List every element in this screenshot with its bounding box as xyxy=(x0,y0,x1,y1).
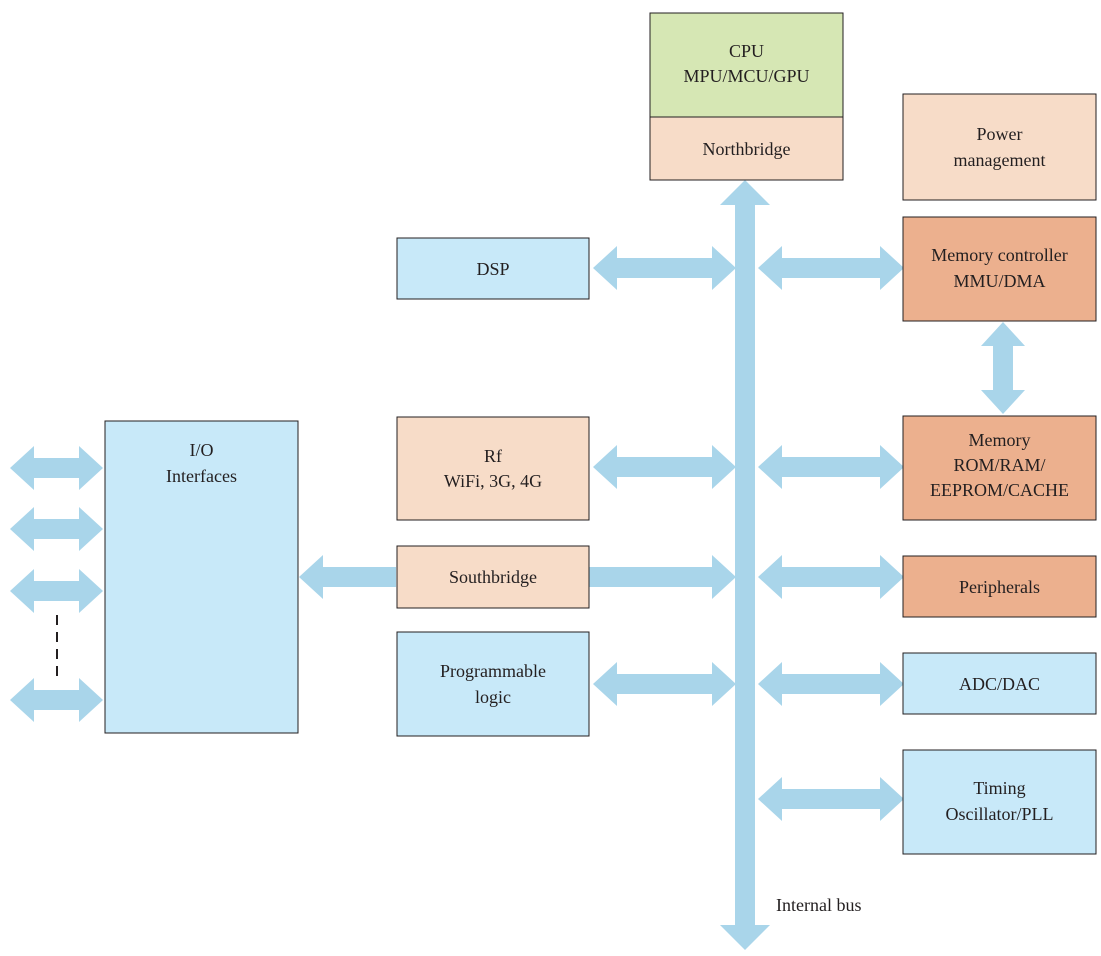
power-management-block xyxy=(902,93,1097,201)
rf-label-line1: Rf xyxy=(484,446,502,466)
arrows xyxy=(10,180,1025,950)
memory-block xyxy=(902,415,1097,521)
io-label-line1: I/O xyxy=(190,440,214,460)
rf-bus-arrow xyxy=(593,445,736,489)
southbridge-label: Southbridge xyxy=(449,567,537,587)
memctrl-memory-arrow xyxy=(981,322,1025,414)
internal-bus-label: Internal bus xyxy=(776,895,861,915)
proglogic-bus-arrow xyxy=(593,662,736,706)
dsp-label: DSP xyxy=(476,259,509,279)
bus-memory-arrow xyxy=(758,445,904,489)
cpu-label-line1: CPU xyxy=(729,41,764,61)
memory-label-line3: EEPROM/CACHE xyxy=(930,480,1069,500)
adc-dac-block xyxy=(902,652,1097,715)
timing-block xyxy=(902,749,1097,855)
timing-label-line1: Timing xyxy=(973,778,1025,798)
northbridge-label: Northbridge xyxy=(703,139,791,159)
rf-block xyxy=(396,416,590,521)
memory-label-line1: Memory xyxy=(969,430,1031,450)
bus-timing-arrow xyxy=(758,777,904,821)
memctrl-label-line2: MMU/DMA xyxy=(953,271,1045,291)
peripherals-label: Peripherals xyxy=(959,577,1040,597)
bus-memctrl-arrow xyxy=(758,246,904,290)
memctrl-label-line1: Memory controller xyxy=(931,245,1067,265)
cpu-label-line2: MPU/MCU/GPU xyxy=(683,66,809,86)
adcdac-label: ADC/DAC xyxy=(959,674,1040,694)
timing-label-line2: Oscillator/PLL xyxy=(946,804,1054,824)
peripherals-block xyxy=(902,555,1097,618)
memory-controller-block xyxy=(902,216,1097,322)
memory-label-line2: ROM/RAM/ xyxy=(953,455,1045,475)
power-label-line1: Power xyxy=(977,124,1023,144)
bus-peripherals-arrow xyxy=(758,555,904,599)
southbridge-block xyxy=(396,545,590,609)
power-label-line2: management xyxy=(954,150,1046,170)
southbridge-io-arrow xyxy=(299,555,396,599)
northbridge-block xyxy=(649,116,844,181)
external-io-arrow-4 xyxy=(10,678,103,722)
southbridge-bus-arrow xyxy=(588,555,736,599)
external-io-arrow-2 xyxy=(10,507,103,551)
cpu-block xyxy=(649,12,844,118)
dsp-bus-arrow xyxy=(593,246,736,290)
io-label-line2: Interfaces xyxy=(166,466,237,486)
proglogic-label-line2: logic xyxy=(475,687,511,707)
internal-bus-arrow xyxy=(720,180,770,950)
bus-adcdac-arrow xyxy=(758,662,904,706)
rf-label-line2: WiFi, 3G, 4G xyxy=(444,471,542,491)
io-interfaces-block xyxy=(104,420,299,734)
external-io-arrow-1 xyxy=(10,446,103,490)
external-io-arrow-3 xyxy=(10,569,103,613)
proglogic-label-line1: Programmable xyxy=(440,661,546,681)
programmable-logic-block xyxy=(396,631,590,737)
dsp-block xyxy=(396,237,590,300)
